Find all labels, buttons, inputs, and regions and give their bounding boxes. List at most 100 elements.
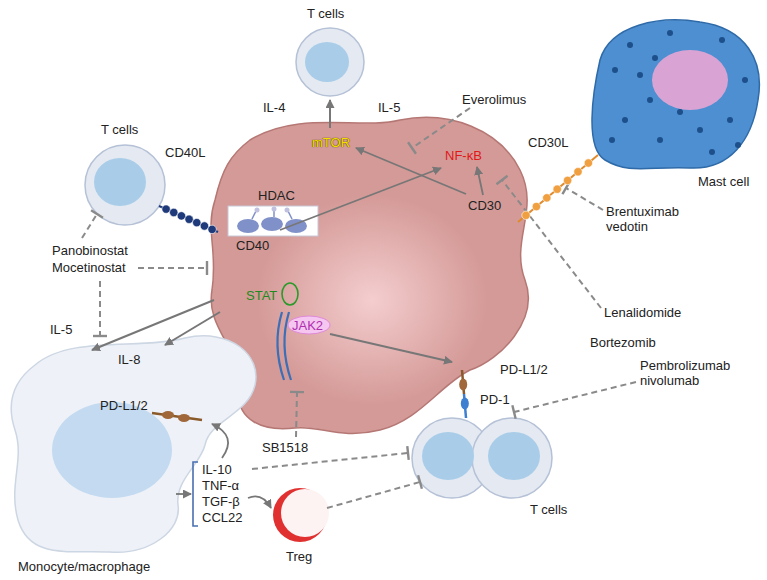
- t-cell-shape: [85, 145, 165, 225]
- mast-granules: [647, 97, 653, 103]
- mast-granules: [622, 117, 628, 123]
- ligand-bead: [553, 185, 561, 193]
- hdac-image: [255, 208, 260, 213]
- signal-arrows: [248, 496, 271, 508]
- ligand-bead: [208, 225, 216, 233]
- mast-cell: Mast cell: [586, 14, 764, 192]
- inhibitor-lines: [514, 382, 636, 412]
- receptor-glyphs: [162, 411, 174, 419]
- t-cell: T cells: [292, 4, 368, 102]
- annotation-label: Brentuximab vedotin: [606, 204, 698, 234]
- cell-label: STAT: [246, 288, 277, 303]
- ligand-bead: [185, 215, 193, 223]
- annotation-label: Mocetinostat: [52, 260, 126, 275]
- cell-nuclei: [488, 432, 540, 480]
- ligand-bead: [200, 222, 208, 230]
- annotation-label: CD30L: [528, 135, 568, 150]
- connector: [159, 205, 218, 234]
- inhibitor-lines: [138, 267, 207, 269]
- cell-label: Mast cell: [698, 174, 749, 189]
- mast-granules: [742, 77, 748, 83]
- inhibitor-lines: [82, 108, 636, 469]
- cell-label: Treg: [286, 549, 312, 564]
- pd-l1-ligand: [459, 378, 467, 390]
- connector-line: [518, 155, 598, 222]
- annotation-label: PD-L1/2: [500, 362, 548, 377]
- ligand-bead: [543, 194, 551, 202]
- cell-nuclei: [422, 432, 474, 480]
- t-cell-pair: T cells: [408, 414, 576, 518]
- inhibitor-lines: [82, 214, 97, 238]
- annotation-label: IL-10: [202, 462, 232, 477]
- signal-arrows: [176, 493, 191, 495]
- annotation-label: CD40: [236, 238, 269, 253]
- mast-granules: [667, 30, 673, 36]
- annotation-label: Bortezomib: [590, 335, 656, 350]
- cell-label: T cells: [530, 502, 567, 517]
- pd-1-receptor: [461, 398, 469, 410]
- inhibitor-bar: [290, 391, 304, 394]
- ligand-bead: [584, 159, 592, 167]
- ligand-bead: [193, 218, 201, 226]
- hdac-image: [252, 211, 256, 219]
- receptor-glyphs: [282, 283, 298, 305]
- inhibitor-lines: [252, 453, 408, 469]
- ligand-bead: [162, 205, 170, 213]
- mast-granules: [735, 142, 741, 148]
- cell-label: Monocyte/macrophage: [18, 559, 150, 574]
- annotation-label: TNF-α: [202, 478, 239, 493]
- ligand-bead: [563, 176, 571, 184]
- inhibitor-bar: [407, 446, 408, 460]
- cell-label: HDAC: [258, 188, 295, 203]
- mast-cell-shape: [592, 20, 759, 169]
- mast-granules: [612, 67, 618, 73]
- annotation-label: Everolimus: [462, 92, 526, 107]
- annotation-label: PD-1: [480, 392, 510, 407]
- mast-granules: [652, 55, 658, 61]
- cell-label: JAK2: [292, 318, 323, 333]
- cell-label: T cells: [101, 122, 138, 137]
- annotation-label: SB1518: [262, 440, 308, 455]
- signal-arrows: [330, 334, 452, 362]
- hdac-image: [261, 217, 283, 231]
- receptor-glyphs: [288, 316, 330, 334]
- annotation-label: IL-5: [378, 100, 400, 115]
- t-cell-shape: [296, 28, 364, 96]
- ligand-bead: [522, 211, 530, 219]
- annotation-label: IL-4: [263, 100, 285, 115]
- ligand-bead: [574, 168, 582, 176]
- connector-line: [329, 100, 331, 128]
- treg-cell: Treg: [268, 484, 334, 568]
- annotation-label: PD-L1/2: [100, 398, 148, 413]
- mast-granules: [697, 127, 703, 133]
- mast-granules: [677, 109, 683, 115]
- cell-label: T cells: [307, 6, 344, 21]
- connector-line: [327, 482, 420, 508]
- annotation-label: CD40L: [165, 145, 205, 160]
- cell-label: NF-κB: [445, 148, 482, 163]
- hdac-image: [285, 208, 290, 213]
- inhibitor-lines: [566, 188, 603, 210]
- annotation-label: TGF-β: [202, 494, 240, 509]
- cytokine-bracket: [193, 462, 198, 526]
- ligand-bead: [532, 202, 540, 210]
- mast-granules: [627, 42, 633, 48]
- annotation-label: CCL22: [202, 510, 242, 525]
- t-cell: T cells: [80, 118, 172, 230]
- hdac-image: [288, 211, 292, 219]
- mast-granules: [657, 137, 663, 143]
- tumor-cell-shape: [211, 117, 528, 433]
- ligand-bead: [177, 212, 185, 220]
- mast-granules: [719, 37, 725, 43]
- cell-nuclei: [52, 402, 172, 498]
- hdac-image: [237, 219, 259, 233]
- cell-nuclei: [652, 50, 728, 110]
- mast-cell-outline: [586, 14, 764, 192]
- annotation-label: Pembrolizumab nivolumab: [640, 358, 746, 388]
- connector: [327, 475, 422, 508]
- mast-granules: [727, 117, 733, 123]
- cytokine-label: IL-8: [118, 352, 140, 367]
- cell-nuclei: [305, 42, 349, 82]
- t-cell-pair-shape: [472, 418, 552, 498]
